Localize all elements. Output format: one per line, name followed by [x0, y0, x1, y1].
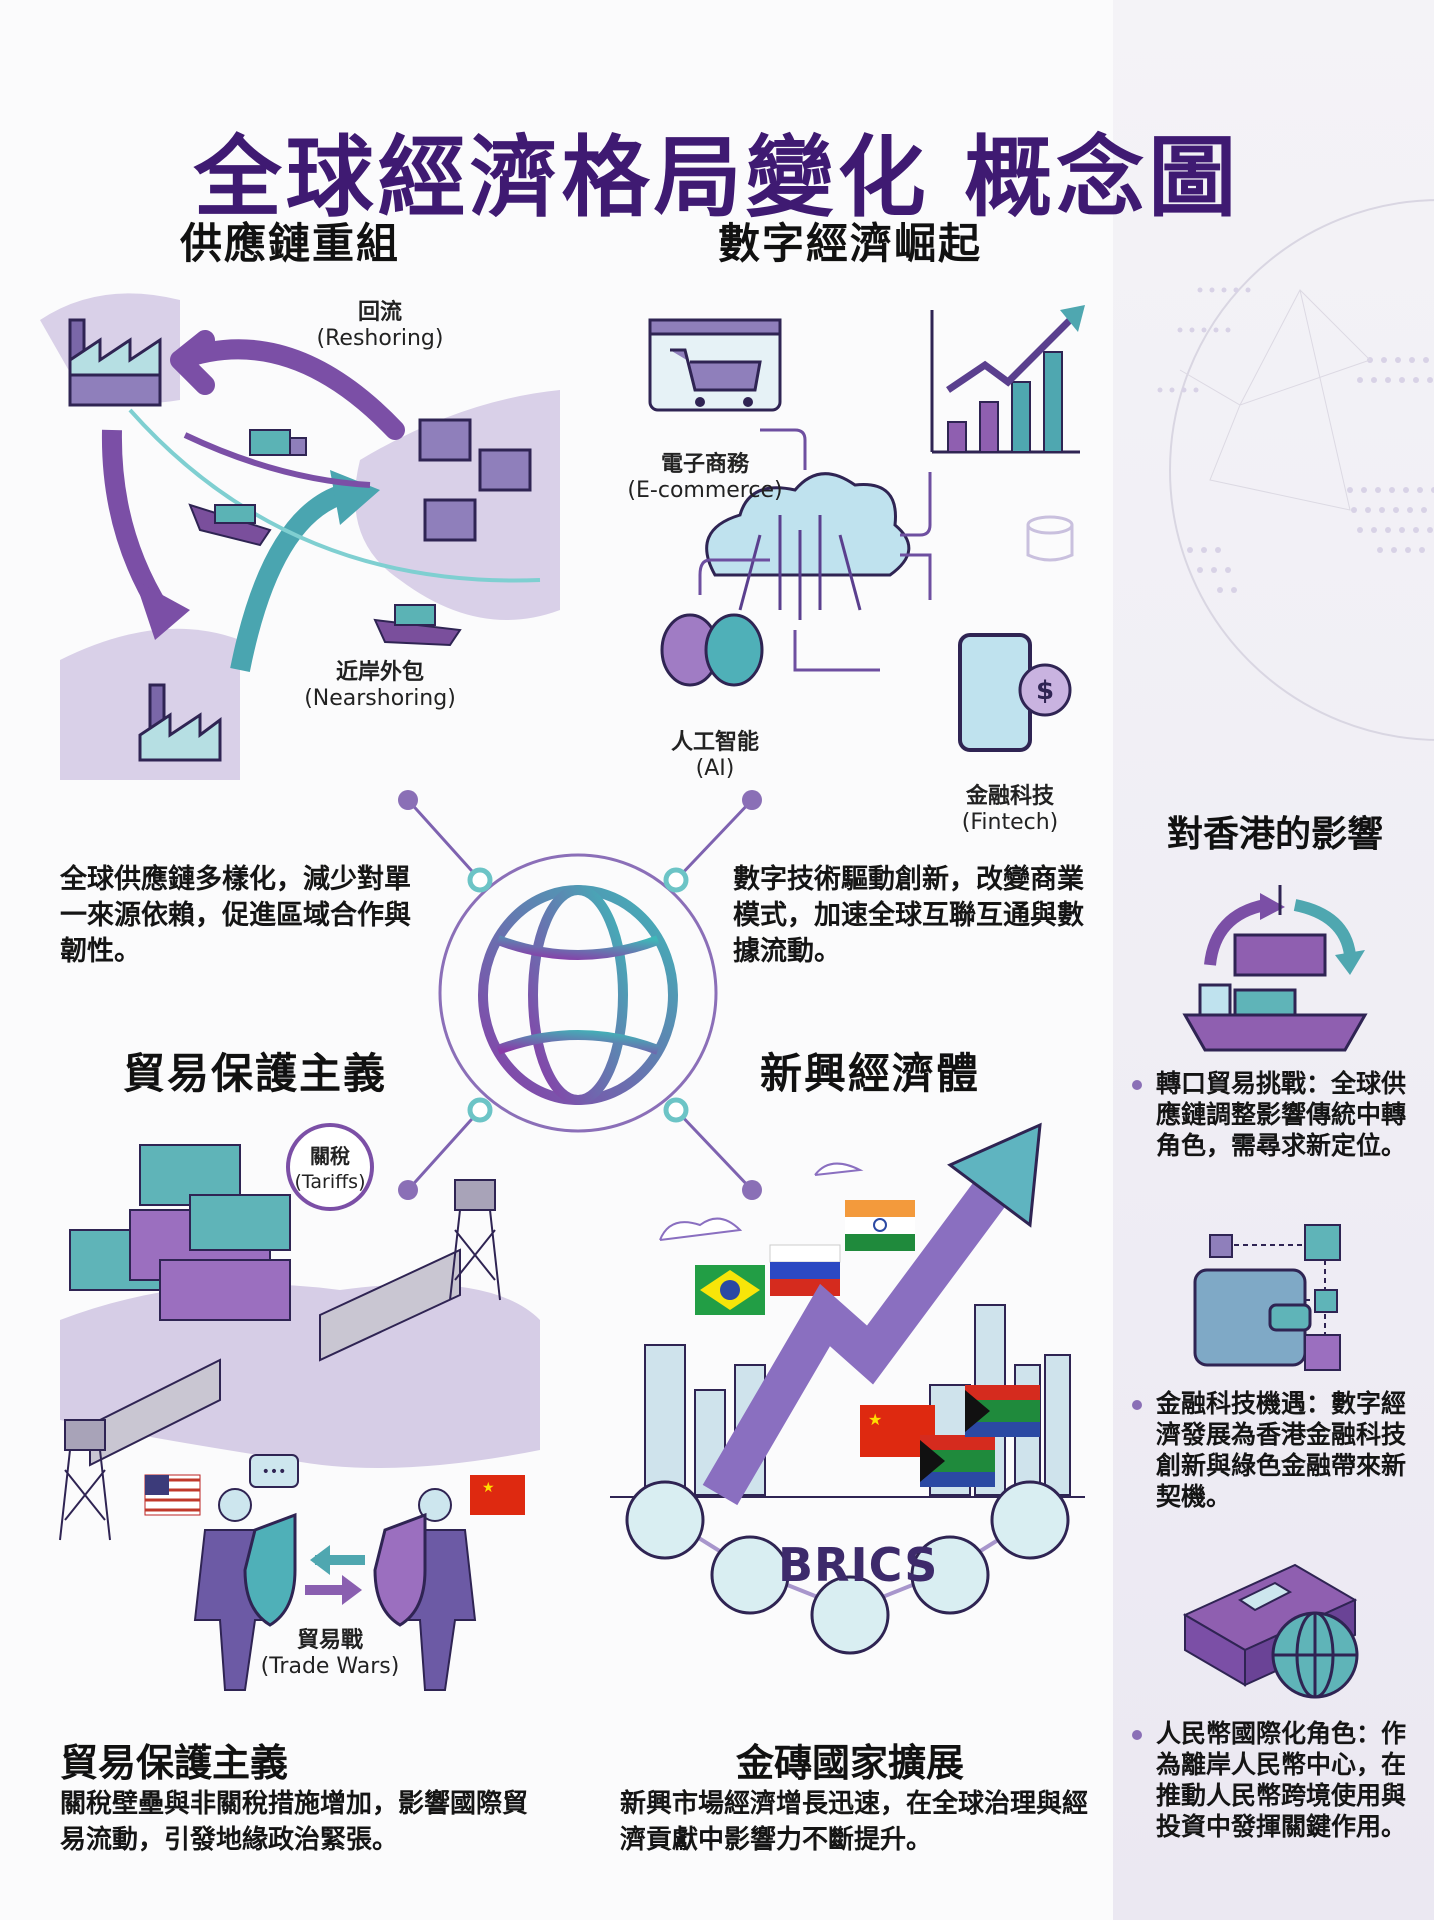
- bullet-icon: [1132, 1730, 1142, 1740]
- us-flag-icon: [144, 1474, 201, 1516]
- digital-wallet-icon: [1193, 1224, 1341, 1371]
- shield-icon: [243, 1512, 427, 1627]
- watchtower-icon: [59, 1179, 501, 1541]
- landmark-icon: [625, 1480, 705, 1560]
- svg-text:★: ★: [868, 1410, 882, 1429]
- emerging-economies-description: 新興市場經濟增長迅速，在全球治理與經濟貢獻中影響力不斷提升。: [620, 1789, 1089, 1855]
- cloud-network-icon: [705, 472, 911, 620]
- protectionism-subheading: 貿易保護主義: [60, 1741, 289, 1785]
- south-africa-flag-icon: [965, 1385, 1040, 1437]
- growth-chart-icon: [910, 1535, 990, 1615]
- bar-chart-icon: [930, 305, 1085, 454]
- digital-economy-description: 數字技術驅動創新，改變商業模式，加速全球互聯互通與數據流動。: [733, 864, 1084, 967]
- world-globe-background-icon: [1157, 199, 1434, 741]
- database-icon: [1026, 515, 1074, 562]
- factory-icon: [138, 683, 222, 762]
- truck-icon: [249, 429, 307, 456]
- svg-text:•••: •••: [262, 1464, 287, 1480]
- protectionism-illustration: ★ •••: [59, 1123, 540, 1691]
- reshoring-label: 回流 (Reshoring): [316, 300, 444, 351]
- brics-label: BRICS: [778, 1538, 939, 1592]
- protectionism-description: 關稅壁壘與非關稅措施增加，影響國際貿易流動，引發地緣政治緊張。: [60, 1789, 529, 1855]
- digital-economy-illustration: $: [648, 305, 1085, 752]
- factory-icon: [68, 318, 162, 407]
- speech-bubble-icon: •••: [249, 1454, 299, 1488]
- tariffs-label: 關稅 (Tariffs): [294, 1144, 366, 1193]
- shopping-cart-icon: [648, 318, 782, 412]
- cargo-ship-icon: [373, 604, 462, 647]
- investment-globe-icon: [990, 1480, 1070, 1560]
- exchange-arrows-icon: [305, 1545, 365, 1605]
- china-flag-icon: ★: [470, 1475, 525, 1515]
- svg-text:★: ★: [482, 1480, 495, 1496]
- industry-icon: [710, 1535, 790, 1615]
- cloud-icon: [659, 1162, 864, 1241]
- hk-item-entrepot-trade: 轉口貿易挑戰：全球供應鏈調整影響傳統中轉角色，需尋求新定位。: [1130, 1068, 1420, 1161]
- trade-wars-label: 貿易戰 (Trade Wars): [260, 1628, 400, 1679]
- supply-chain-illustration: [40, 293, 560, 780]
- fintech-label: 金融科技 (Fintech): [961, 784, 1059, 835]
- supply-chain-description: 全球供應鏈多樣化，減少對單一來源依賴，促進區域合作與韌性。: [60, 864, 411, 967]
- emerging-economies-title: 新興經濟體: [759, 1049, 980, 1098]
- digital-economy-title: 數字經濟崛起: [717, 219, 982, 268]
- protectionism-title: 貿易保護主義: [122, 1049, 387, 1098]
- hk-item-rmb-internationalization: 人民幣國際化角色：作為離岸人民幣中心，在推動人民幣跨境使用與投資中發揮關鍵作用。: [1130, 1718, 1420, 1842]
- factory-icon: [418, 418, 532, 542]
- brics-icon-network: [625, 1480, 1070, 1655]
- hong-kong-impact-title: 對香港的影響: [1166, 814, 1383, 855]
- svg-text:$: $: [1036, 676, 1054, 706]
- container-stack-icon: [69, 1144, 291, 1321]
- money-globe-icon: [1182, 1563, 1359, 1699]
- border-wall-icon: [89, 1248, 461, 1467]
- lightbulb-icon: [810, 1575, 890, 1655]
- cargo-ship-crane-icon: [1182, 885, 1368, 1052]
- page-title: 全球經濟格局變化 概念圖: [193, 125, 1241, 229]
- phone-dollar-icon: $: [958, 633, 1072, 752]
- supply-chain-title: 供應鏈重組: [179, 219, 400, 268]
- nearshoring-label: 近岸外包 (Nearshoring): [304, 660, 456, 711]
- bullet-icon: [1132, 1080, 1142, 1090]
- brain-icon: [660, 613, 764, 687]
- globe-icon: [478, 885, 678, 1105]
- hk-item-fintech: 金融科技機遇：數字經濟發展為香港金融科技創新與綠色金融帶來新契機。: [1130, 1388, 1420, 1512]
- south-africa-flag-icon: [920, 1435, 995, 1487]
- cargo-ship-icon: [188, 503, 272, 547]
- bullet-icon: [1132, 1400, 1142, 1410]
- ecommerce-label: 電子商務 (E-commerce): [627, 452, 783, 503]
- brics-expansion-subheading: 金磚國家擴展: [735, 1741, 964, 1785]
- brazil-flag-icon: [695, 1265, 765, 1315]
- emerging-economies-illustration: ★: [610, 1122, 1085, 1506]
- russia-flag-icon: [769, 1244, 841, 1296]
- ai-label: 人工智能 (AI): [670, 730, 759, 781]
- india-flag-icon: [845, 1200, 915, 1251]
